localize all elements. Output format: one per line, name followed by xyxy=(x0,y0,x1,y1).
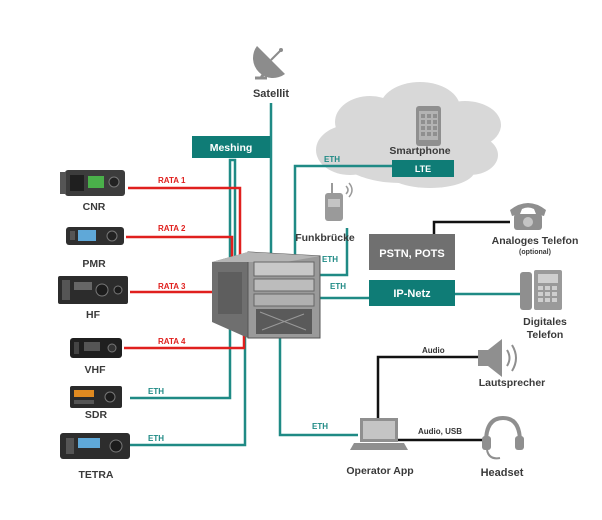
radio-label-sdr: SDR xyxy=(85,409,108,421)
pstn-box xyxy=(369,234,455,270)
radio-label-tetra: TETRA xyxy=(79,469,114,481)
black-connections xyxy=(376,220,510,442)
smartphone-icon xyxy=(416,106,441,146)
pmr-radio-icon xyxy=(66,227,124,245)
headset-label: Headset xyxy=(481,467,524,479)
radio-link-hf: RATA 3 xyxy=(158,282,186,291)
digital-phone-label-line2: Telefon xyxy=(527,329,564,341)
satellite-label: Satellit xyxy=(253,88,289,100)
operator-link-label: ETH xyxy=(312,422,328,431)
ip-netz-label: IP-Netz xyxy=(393,288,431,300)
radio-label-vhf: VHF xyxy=(85,364,107,376)
ip-netz-link-label: ETH xyxy=(330,282,346,291)
hf-radio-icon xyxy=(58,276,128,304)
ip-netz-box xyxy=(369,280,455,306)
analog-phone-label: Analoges Telefon xyxy=(492,235,579,247)
satellite-dish-icon xyxy=(253,46,285,80)
vhf-radio-icon xyxy=(70,338,122,358)
digital-phone-icon xyxy=(520,270,562,310)
radio-link-sdr: ETH xyxy=(148,387,164,396)
radio-link-pmr: RATA 2 xyxy=(158,224,186,233)
speaker-label: Lautsprecher xyxy=(479,377,546,389)
speaker-icon xyxy=(478,339,517,377)
analog-phone-note: (optional) xyxy=(519,249,551,256)
meshing-box xyxy=(192,136,270,158)
central-rack-unit xyxy=(212,251,321,339)
smartphone-label: Smartphone xyxy=(389,145,450,157)
radio-label-cnr: CNR xyxy=(83,201,106,213)
pstn-label: PSTN, POTS xyxy=(379,248,444,260)
speaker-link-label: Audio xyxy=(422,346,445,355)
handheld-radio-icon xyxy=(325,182,353,221)
operator-app-label: Operator App xyxy=(346,465,413,477)
radio-link-cnr: RATA 1 xyxy=(158,176,186,185)
meshing-label: Meshing xyxy=(210,142,253,154)
funkbruecke-link-label: ETH xyxy=(322,255,338,264)
cnr-radio-icon xyxy=(60,170,125,196)
digital-phone-label-line1: Digitales xyxy=(523,316,567,328)
headset-icon xyxy=(482,415,524,460)
sdr-radio-icon xyxy=(70,386,122,408)
funkbruecke-label: Funkbrücke xyxy=(295,232,355,244)
laptop-icon xyxy=(350,418,408,450)
radio-label-hf: HF xyxy=(86,309,101,321)
radio-label-pmr: PMR xyxy=(82,258,106,270)
radio-link-vhf: RATA 4 xyxy=(158,337,186,346)
tetra-radio-icon xyxy=(60,433,130,459)
analog-phone-icon xyxy=(510,203,546,230)
lte-label: LTE xyxy=(415,164,431,174)
radio-link-tetra: ETH xyxy=(148,434,164,443)
lte-link-label: ETH xyxy=(324,155,340,164)
teal-connections xyxy=(130,103,525,447)
headset-link-label: Audio, USB xyxy=(418,427,462,436)
lte-box xyxy=(392,160,454,177)
